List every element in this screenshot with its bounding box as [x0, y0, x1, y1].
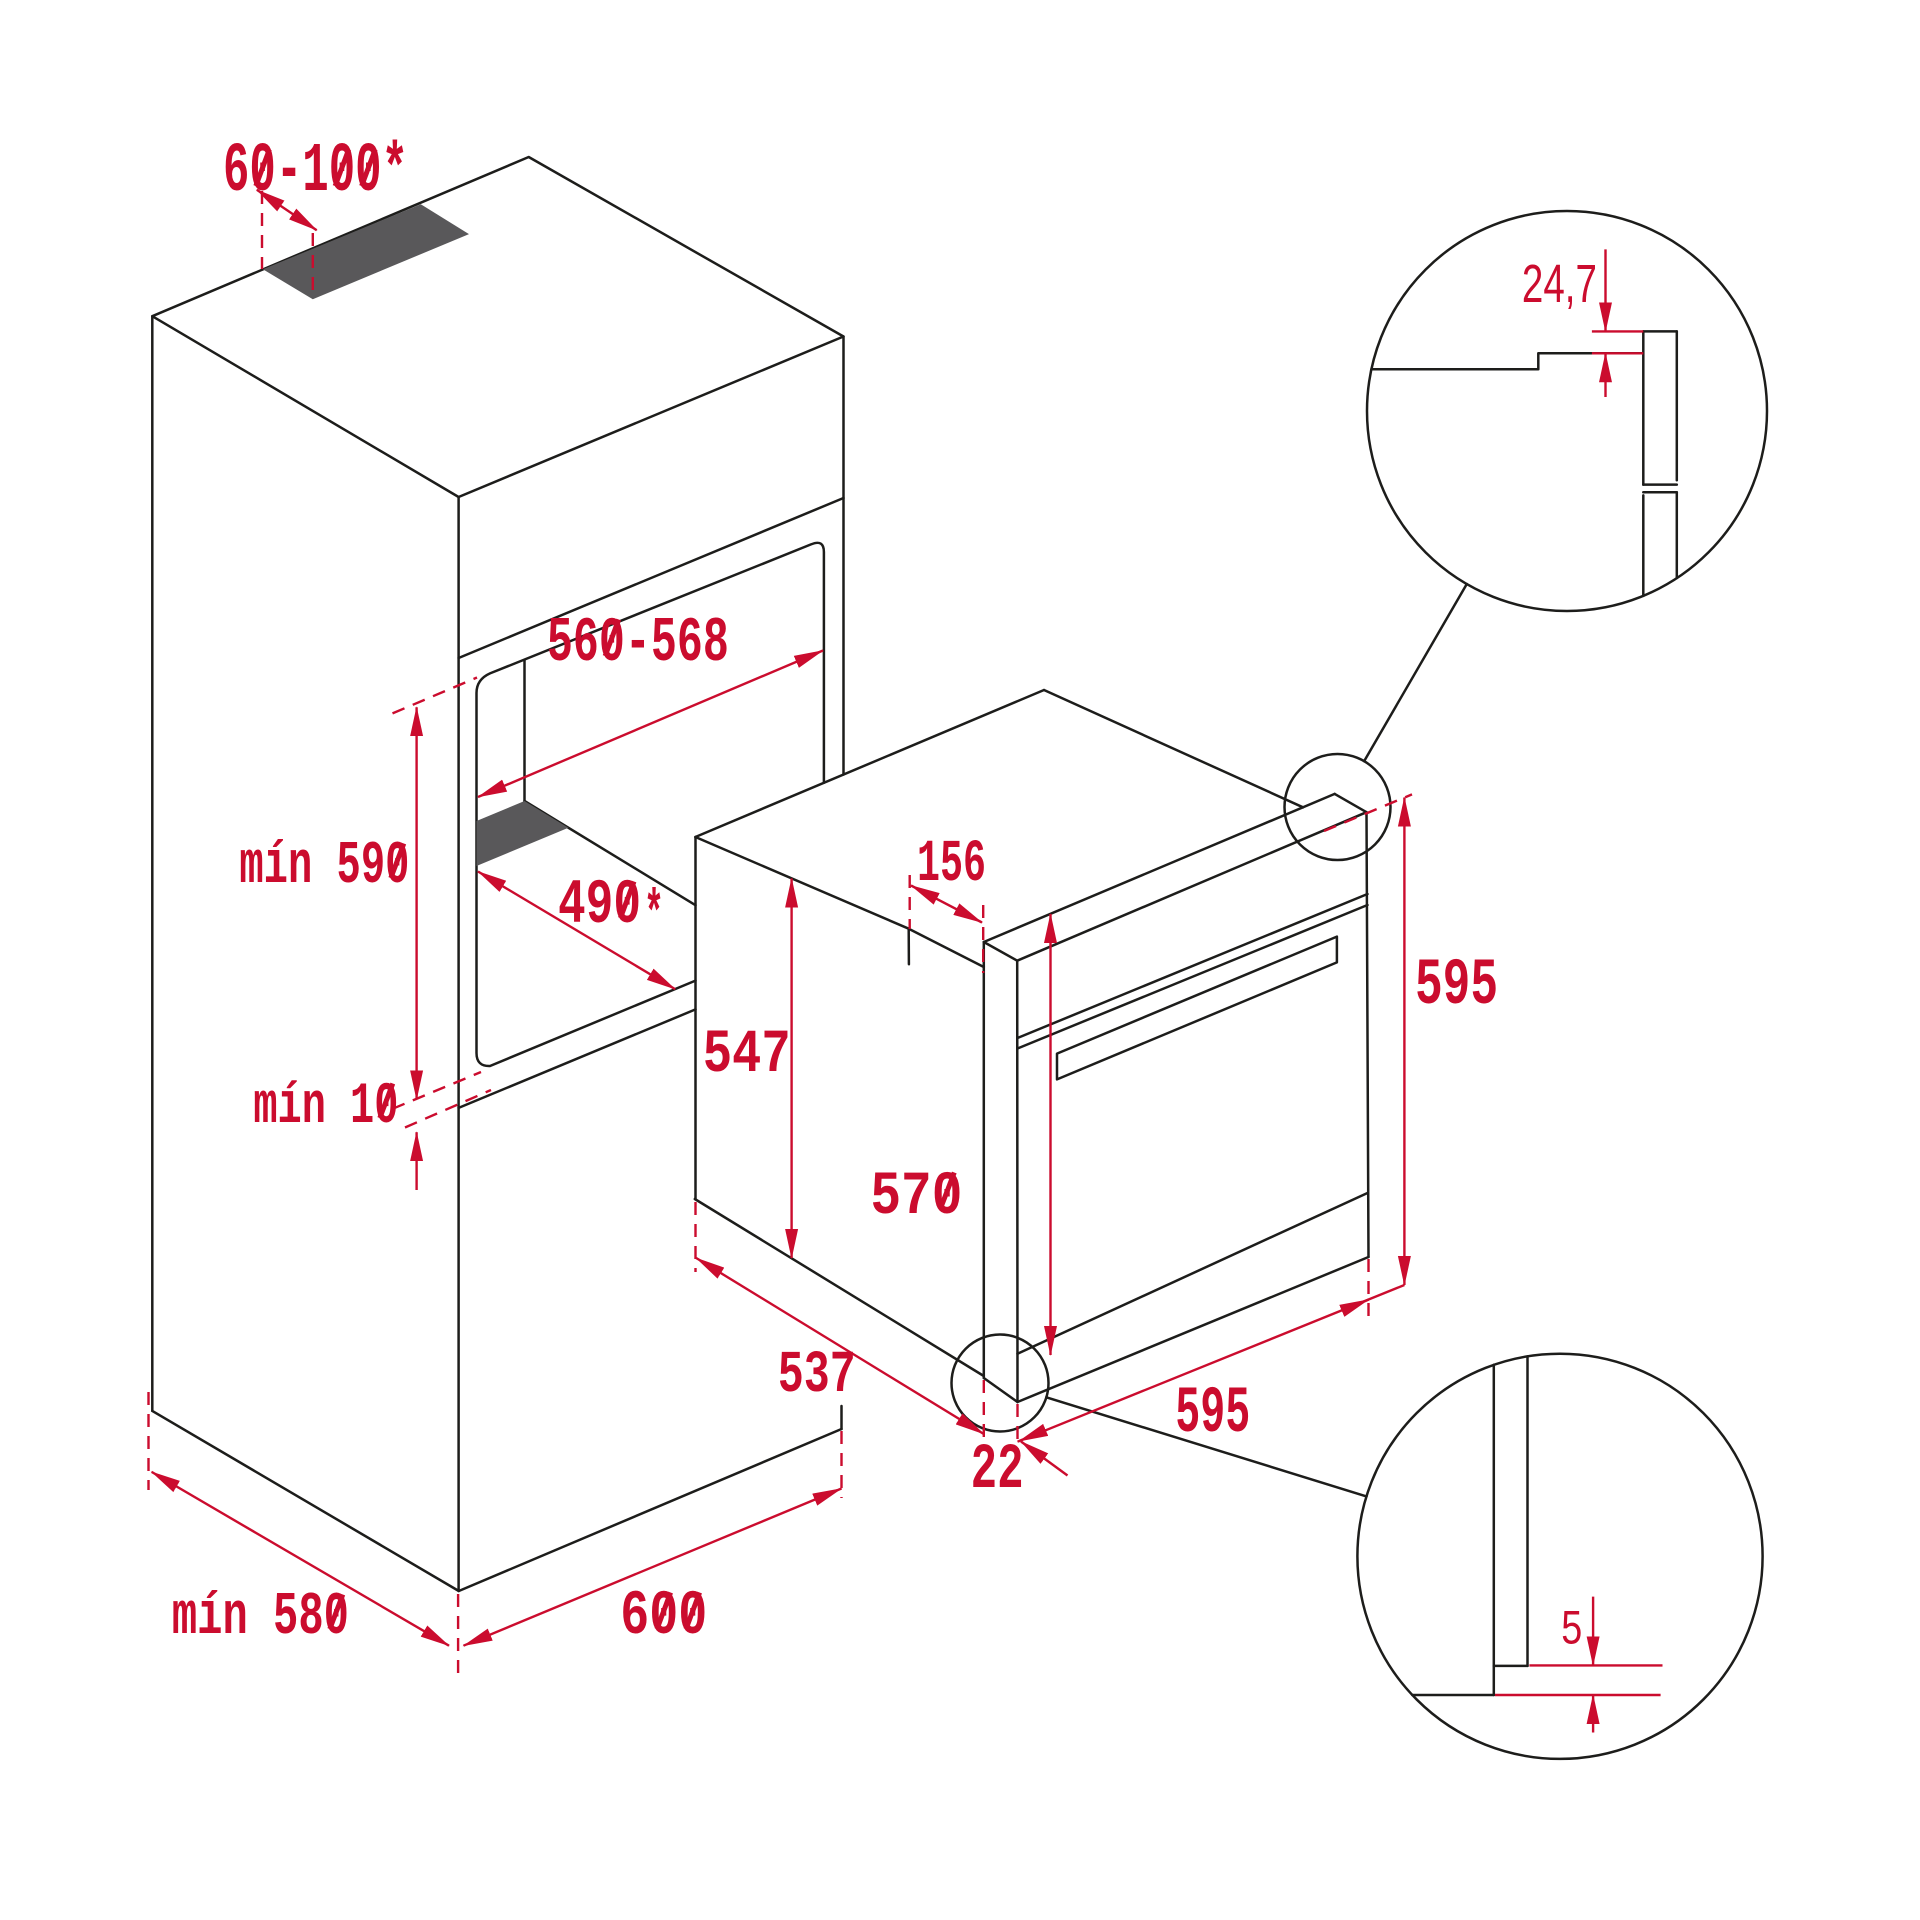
svg-text:156: 156	[917, 831, 986, 898]
svg-text:5: 5	[1561, 1600, 1582, 1653]
svg-text:547: 547	[703, 1021, 791, 1090]
svg-text:560-568: 560-568	[547, 608, 729, 679]
svg-text:60-100*: 60-100*	[223, 133, 408, 212]
svg-text:537: 537	[778, 1342, 856, 1409]
svg-text:24,7: 24,7	[1522, 254, 1597, 314]
svg-text:mín 580: mín 580	[172, 1584, 349, 1652]
svg-text:570: 570	[870, 1163, 962, 1232]
svg-text:*: *	[644, 881, 664, 952]
svg-text:490: 490	[558, 870, 641, 941]
svg-text:595: 595	[1415, 948, 1498, 1023]
svg-text:595: 595	[1175, 1376, 1250, 1451]
svg-text:mín 590: mín 590	[239, 833, 409, 901]
svg-text:mín 10: mín 10	[253, 1075, 398, 1140]
svg-text:22: 22	[971, 1435, 1024, 1507]
